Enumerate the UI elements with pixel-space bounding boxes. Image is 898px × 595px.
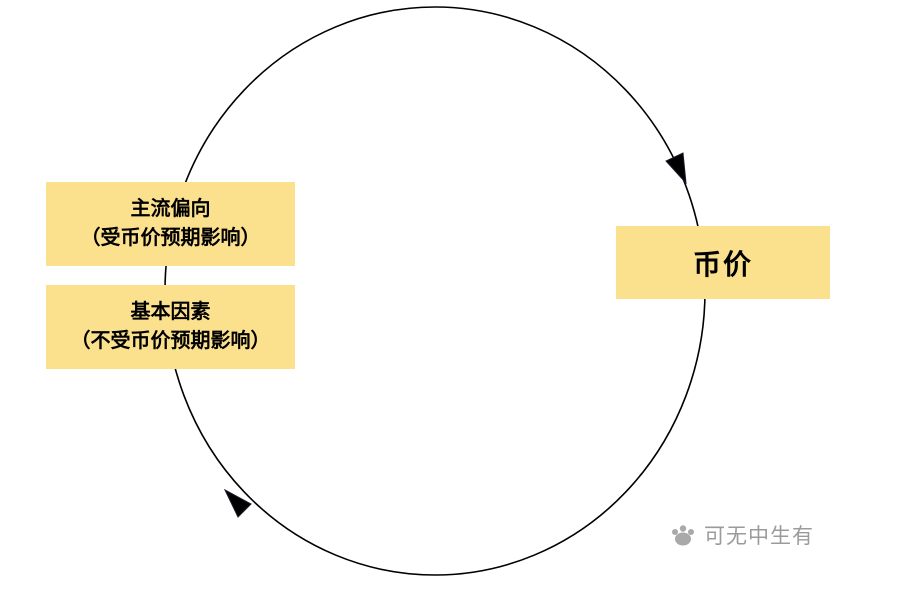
paw-logo-icon	[668, 520, 698, 550]
arrow-top-right-icon	[665, 152, 687, 185]
watermark: 可无中生有	[668, 520, 814, 550]
coin-price-box: 币价	[616, 226, 830, 299]
arrow-bottom-left-icon	[223, 488, 252, 518]
mainstream-bias-box: 主流偏向 （受币价预期影响）	[46, 182, 295, 266]
coin-price-label: 币价	[692, 249, 753, 281]
fundamental-factors-box: 基本因素 （不受币价预期影响）	[46, 285, 295, 369]
fundamental-factors-line2: （不受币价预期影响）	[70, 330, 271, 352]
mainstream-bias-line2: （受币价预期影响）	[80, 227, 261, 249]
mainstream-bias-line1: 主流偏向	[130, 198, 211, 220]
watermark-text: 可无中生有	[704, 525, 814, 548]
fundamental-factors-line1: 基本因素	[130, 301, 211, 323]
